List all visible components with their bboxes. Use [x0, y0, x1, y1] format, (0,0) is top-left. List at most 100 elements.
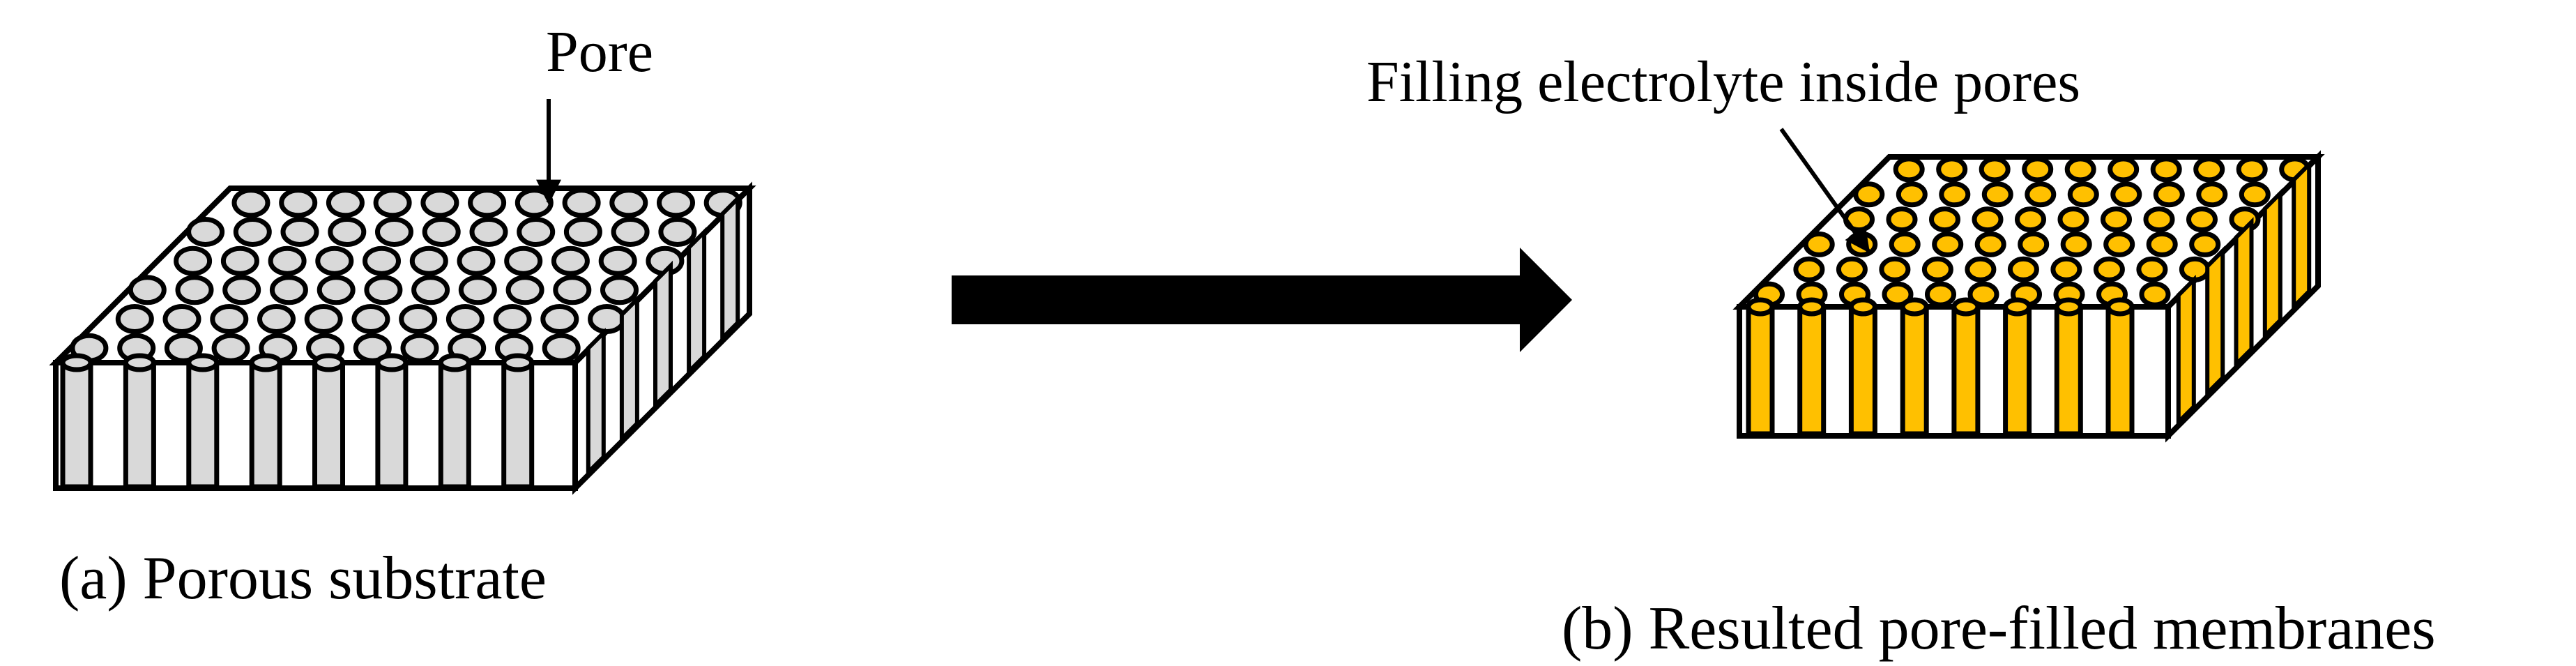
- membrane-pore: [2186, 206, 2218, 233]
- membrane-pore: [1803, 231, 1835, 257]
- substrate-column: [249, 360, 282, 490]
- substrate-pore: [315, 245, 354, 276]
- substrate-pore: [542, 333, 581, 363]
- membrane-pore: [2150, 156, 2182, 183]
- membrane-pore: [1882, 281, 1914, 308]
- membrane-pore: [2189, 231, 2221, 257]
- membrane-column: [2003, 304, 2032, 437]
- substrate-pore: [211, 333, 250, 363]
- substrate-pore: [469, 217, 508, 247]
- substrate-side-columns: [586, 193, 740, 478]
- filling-label: Filling electrolyte inside pores: [1366, 50, 2080, 114]
- membrane-pore: [2064, 156, 2096, 183]
- membrane-pore: [2101, 206, 2132, 233]
- membrane-pore: [1929, 206, 1960, 233]
- substrate-pore: [328, 217, 367, 247]
- substrate-pore: [657, 188, 695, 218]
- substrate-pore: [317, 275, 356, 305]
- substrate-pore: [420, 188, 459, 218]
- substrate-column: [186, 360, 220, 490]
- substrate-pore: [128, 275, 167, 305]
- substrate-column: [501, 360, 535, 490]
- membrane-column-cap: [2054, 297, 2083, 317]
- substrate-pore: [304, 304, 343, 334]
- membrane-pore: [1925, 281, 1956, 308]
- caption-a: (a) Porous substrate: [59, 545, 547, 612]
- substrate-pore: [162, 304, 201, 334]
- substrate-pore: [164, 333, 203, 363]
- substrate-column-cap: [60, 353, 93, 372]
- membrane-pore: [1879, 256, 1911, 282]
- substrate-pore: [231, 188, 270, 218]
- filling-pointer-arrow: [1779, 128, 1870, 253]
- membrane-pore: [2093, 256, 2125, 282]
- substrate-pore: [551, 245, 590, 276]
- membrane-pore: [1979, 156, 2011, 183]
- substrate-side-column: [653, 260, 673, 411]
- membrane-pore: [2022, 156, 2054, 183]
- membrane-pore: [2108, 156, 2140, 183]
- substrate-pore: [400, 333, 439, 363]
- membrane-pore: [1836, 256, 1868, 282]
- membrane-pore: [1853, 181, 1885, 208]
- membrane-pore: [2193, 156, 2225, 183]
- substrate-column: [375, 360, 409, 490]
- substrate-pore: [553, 275, 592, 305]
- membrane-column-cap: [1848, 297, 1877, 317]
- substrate-pore: [363, 245, 401, 276]
- substrate-pore: [375, 217, 413, 247]
- substrate-pore: [115, 304, 154, 334]
- substrate-pore: [279, 188, 318, 218]
- substrate-pore: [504, 245, 543, 276]
- substrate-pore: [600, 275, 639, 305]
- substrate-pore: [493, 304, 532, 334]
- substrate-column: [438, 360, 471, 490]
- membrane-column: [2105, 304, 2135, 437]
- substrate-pore: [280, 217, 319, 247]
- membrane-pore: [2153, 181, 2185, 208]
- substrate-pore: [457, 245, 496, 276]
- substrate-column: [312, 360, 345, 490]
- substrate-pore: [445, 304, 485, 334]
- substrate-pore: [257, 304, 296, 334]
- membrane-pore: [1965, 256, 1997, 282]
- substrate-pore: [563, 217, 602, 247]
- membrane-side-columns: [2176, 159, 2312, 427]
- substrate-pore: [505, 275, 544, 305]
- membrane-side-column: [2234, 217, 2254, 370]
- substrate-column-cap: [501, 353, 535, 372]
- substrate-pore: [174, 245, 213, 276]
- substrate-pore: [458, 275, 497, 305]
- substrate-pore: [562, 188, 601, 218]
- membrane-pore: [1896, 181, 1928, 208]
- substrate-pore: [609, 188, 648, 218]
- membrane-pore: [1981, 181, 2013, 208]
- membrane-pore: [1793, 256, 1825, 282]
- substrate-pore: [515, 188, 554, 218]
- substrate-pore: [326, 188, 365, 218]
- substrate-column-cap: [312, 353, 345, 372]
- substrate-pore: [409, 245, 448, 276]
- membrane-side-column: [2205, 245, 2225, 399]
- substrate-pore: [422, 217, 461, 247]
- membrane-pore: [2050, 256, 2082, 282]
- membrane-pore: [2025, 181, 2057, 208]
- membrane-column: [1900, 304, 1929, 437]
- substrate-pore: [222, 275, 261, 305]
- substrate-pore: [210, 304, 249, 334]
- substrate-pore: [175, 275, 214, 305]
- membrane-pore: [1939, 181, 1971, 208]
- substrate-pore: [268, 245, 307, 276]
- substrate-pore: [233, 217, 272, 247]
- substrate-pore: [598, 245, 637, 276]
- membrane-pore: [1932, 231, 1964, 257]
- membrane-pore: [2067, 181, 2099, 208]
- membrane-pore: [2146, 231, 2178, 257]
- substrate-column: [60, 360, 93, 490]
- membrane-side-column: [2176, 274, 2196, 427]
- membrane-pore: [1886, 206, 1918, 233]
- right-arrow-icon: [952, 248, 1572, 352]
- substrate-pore: [353, 333, 392, 363]
- membrane-pore: [1893, 156, 1925, 183]
